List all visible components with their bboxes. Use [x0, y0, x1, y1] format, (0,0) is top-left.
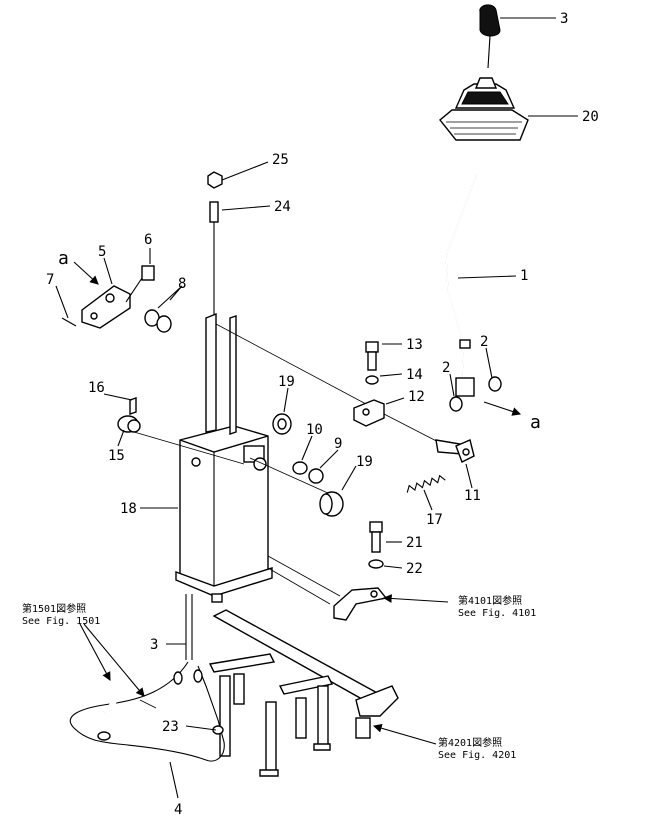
bolt-13: [365, 341, 379, 371]
leader-assembly: [215, 323, 367, 405]
callout-14: 14: [406, 367, 423, 383]
lock-lever-16: [129, 391, 177, 415]
callout-3-lower: 3: [150, 637, 158, 653]
callout-5: 5: [98, 244, 106, 260]
callout-7: 7: [46, 272, 54, 288]
callout-2-right: 2: [480, 334, 488, 350]
callout-22: 22: [406, 561, 423, 577]
ref-4201-en: See Fig. 4201: [438, 750, 516, 761]
callout-3-top: 3: [560, 11, 568, 27]
callout-21: 21: [406, 535, 423, 551]
callout-19-upper: 19: [278, 374, 295, 390]
ref-4101-jp: 第4101図参照: [458, 594, 522, 607]
ref-1501-en: See Fig. 1501: [22, 616, 100, 627]
callout-6: 6: [144, 232, 152, 248]
bushing-19-lower: [319, 491, 344, 517]
washer-10: [292, 461, 308, 475]
callout-11: 11: [464, 488, 481, 504]
ref-4201-jp: 第4201図参照: [438, 736, 502, 749]
bracket-4101: [333, 587, 388, 621]
cable-assembly: [69, 594, 225, 762]
reference-notes: 第1501図参照 See Fig. 1501 第4101図参照 See Fig.…: [22, 594, 536, 761]
spring-17: [406, 474, 446, 493]
callout-25: 25: [272, 152, 289, 168]
base-frame: [208, 555, 399, 777]
washer-22: [368, 559, 384, 569]
ref-1501-jp: 第1501図参照: [22, 602, 86, 615]
ring-9: [308, 468, 324, 484]
leader-lines: [55, 17, 578, 799]
callout-1: 1: [520, 268, 528, 284]
bolt-21: [369, 521, 383, 553]
bracket-5: [61, 285, 131, 329]
callout-24: 24: [274, 199, 291, 215]
view-a-right: a: [530, 412, 541, 433]
callout-18: 18: [120, 501, 137, 517]
bolt-6: [125, 265, 155, 303]
callout-19-lower: 19: [356, 454, 373, 470]
callout-numbers: 3 20 25 24 1 2 2 6 5 a 7 8 13 14 12 19 1…: [46, 11, 599, 818]
bushing-19-upper: [272, 413, 292, 435]
shift-lever: [445, 175, 477, 397]
callout-9: 9: [334, 436, 342, 452]
boot-cover: [439, 77, 529, 141]
view-a-left: a: [58, 248, 69, 269]
callout-16: 16: [88, 380, 105, 396]
ref-4101-en: See Fig. 4101: [458, 608, 536, 619]
callout-17: 17: [426, 512, 443, 528]
callout-2-left: 2: [442, 360, 450, 376]
shift-knob: [479, 4, 501, 69]
callout-8: 8: [178, 276, 186, 292]
block-12: [353, 399, 385, 427]
washer-14: [365, 375, 379, 385]
callout-23: 23: [162, 719, 179, 735]
link-11: [435, 439, 475, 463]
callout-10: 10: [306, 422, 323, 438]
bushing-2-right: [488, 376, 502, 392]
bushing-2-left: [449, 396, 463, 412]
callout-13: 13: [406, 337, 423, 353]
callout-15: 15: [108, 448, 125, 464]
callout-20: 20: [582, 109, 599, 125]
callout-12: 12: [408, 389, 425, 405]
callout-4: 4: [174, 802, 182, 818]
collar-15: [117, 415, 141, 433]
bushings-8: [144, 309, 172, 333]
